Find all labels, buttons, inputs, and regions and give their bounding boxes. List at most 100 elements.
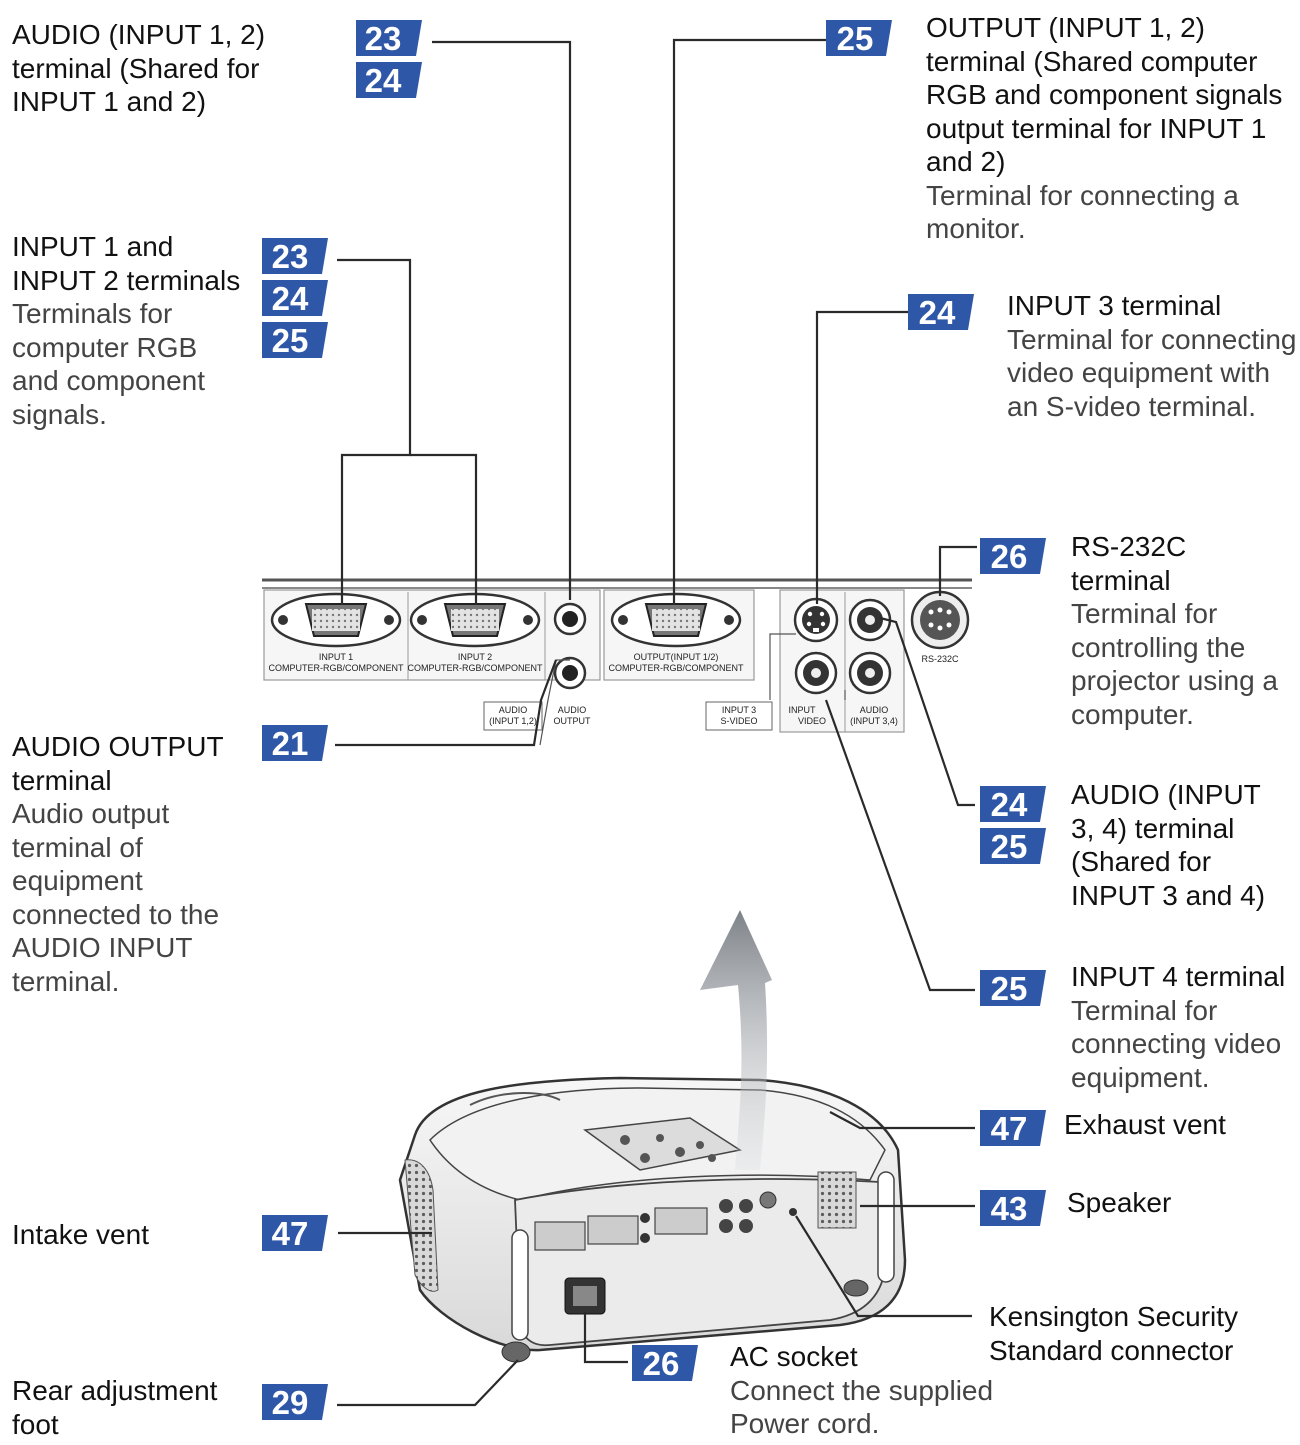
label-rs232c: RS-232C terminal Terminal for controllin…: [1071, 530, 1291, 731]
input2-vga-port: [409, 592, 541, 648]
badge-exhaust: 47: [980, 1110, 1046, 1147]
svg-text:25: 25: [991, 828, 1028, 865]
label-heading: Exhaust vent: [1064, 1109, 1226, 1140]
label-audio-output: AUDIO OUTPUT terminal Audio output termi…: [12, 730, 252, 998]
label-description: Terminal for controlling the projector u…: [1071, 598, 1279, 730]
label-kensington: Kensington Security Standard connector: [989, 1300, 1279, 1367]
input2-port-sublabel: COMPUTER-RGB/COMPONENT: [408, 663, 544, 673]
label-description: Terminal for connecting video equipment …: [1007, 323, 1297, 422]
audio-in12-port-label: AUDIO: [499, 705, 528, 715]
label-heading: Kensington Security Standard connector: [989, 1301, 1239, 1366]
svg-text:26: 26: [991, 538, 1028, 575]
label-heading: Speaker: [1067, 1187, 1172, 1218]
audio-out-port-sublabel: OUTPUT: [554, 716, 592, 726]
label-heading: AUDIO (INPUT 1, 2) terminal (Shared for …: [12, 19, 266, 117]
audio-l-rca-jack: [848, 598, 892, 642]
badge-audio-output: 21: [262, 725, 328, 762]
label-heading: RS-232C terminal: [1071, 531, 1187, 596]
badge-rs232c: 26: [980, 538, 1046, 575]
page-reference-badges: 23 24 23 24 25 21 25 24: [262, 20, 1046, 1421]
svg-text:25: 25: [837, 20, 874, 57]
svg-text:24: 24: [272, 280, 309, 317]
label-output12: OUTPUT (INPUT 1, 2) terminal (Shared com…: [926, 11, 1296, 246]
label-heading: Rear adjustment foot: [12, 1375, 218, 1440]
label-description: Terminal for connecting a monitor.: [926, 179, 1239, 245]
badge-input12-a: 23: [262, 238, 328, 275]
audio-in12-port-sublabel: (INPUT 1,2): [489, 716, 537, 726]
label-audio-in34: AUDIO (INPUT 3, 4) terminal (Shared for …: [1071, 778, 1291, 912]
label-input4: INPUT 4 terminal Terminal for connecting…: [1071, 960, 1300, 1094]
svg-text:23: 23: [272, 238, 309, 275]
label-heading: Intake vent: [12, 1219, 149, 1250]
output-vga-port: [610, 592, 742, 648]
badge-input12-c: 25: [262, 322, 328, 359]
leader-lines: [335, 38, 977, 1407]
projector-illustration: [398, 1076, 907, 1363]
svg-text:21: 21: [272, 725, 309, 762]
svg-text:26: 26: [643, 1345, 680, 1382]
label-audio-in12: AUDIO (INPUT 1, 2) terminal (Shared for …: [12, 18, 302, 119]
label-heading: AUDIO (INPUT 3, 4) terminal (Shared for …: [1071, 779, 1266, 911]
input2-port-label: INPUT 2: [458, 652, 492, 662]
label-exhaust: Exhaust vent: [1064, 1108, 1294, 1142]
svg-text:47: 47: [991, 1110, 1028, 1147]
output-port-sublabel: COMPUTER-RGB/COMPONENT: [609, 663, 745, 673]
input1-port-sublabel: COMPUTER-RGB/COMPONENT: [269, 663, 405, 673]
badge-audio-in34-b: 25: [980, 828, 1046, 865]
label-heading: AC socket: [730, 1341, 858, 1372]
label-description: Terminal for connecting video equipment.: [1071, 994, 1282, 1093]
audio-out-port-label: AUDIO: [558, 705, 587, 715]
label-rear-foot: Rear adjustment foot: [12, 1374, 252, 1441]
badge-audio-in12-a: 23: [356, 20, 422, 57]
label-description: Terminals for computer RGB and component…: [12, 298, 206, 430]
orientation-arrow-icon: [700, 910, 772, 1170]
label-ac-socket: AC socket Connect the supplied Power cor…: [730, 1340, 1030, 1441]
video-rca-jack: [794, 651, 838, 695]
audio-r-rca-jack: [848, 651, 892, 695]
output-port-label: OUTPUT(INPUT 1/2): [634, 652, 719, 662]
label-speaker: Speaker: [1067, 1186, 1267, 1220]
label-heading: INPUT 3 terminal: [1007, 290, 1222, 321]
label-heading: INPUT 1 and INPUT 2 terminals: [12, 231, 241, 296]
badge-speaker: 43: [980, 1190, 1046, 1227]
svg-text:24: 24: [365, 62, 402, 99]
audio-in34-port-label: AUDIO: [860, 705, 889, 715]
label-input3: INPUT 3 terminal Terminal for connecting…: [1007, 289, 1297, 423]
label-heading: AUDIO OUTPUT terminal: [12, 731, 224, 796]
svideo-port: [793, 597, 839, 643]
audio-input12-jack: [553, 602, 587, 636]
svg-text:24: 24: [991, 786, 1028, 823]
label-heading: INPUT 4 terminal: [1071, 961, 1286, 992]
badge-audio-in34-a: 24: [980, 786, 1046, 823]
rear-terminal-panel: INPUT 1 COMPUTER-RGB/COMPONENT INPUT 2 C…: [262, 578, 972, 746]
label-description: Audio output terminal of equipment conne…: [12, 798, 220, 997]
svg-text:24: 24: [919, 294, 956, 331]
audio-output-jack: [553, 656, 587, 690]
badge-audio-in12-b: 24: [356, 62, 422, 99]
input1-vga-port: [270, 592, 402, 648]
audio-in34-port-sublabel: (INPUT 3,4): [850, 716, 898, 726]
input3-port-label: INPUT 3: [722, 705, 756, 715]
badge-ac-socket: 26: [632, 1345, 698, 1382]
svg-text:23: 23: [365, 20, 402, 57]
badge-output12: 25: [826, 20, 892, 57]
badge-input4: 25: [980, 970, 1046, 1007]
svg-text:25: 25: [991, 970, 1028, 1007]
input1-port-label: INPUT 1: [319, 652, 353, 662]
badge-rear-foot: 29: [262, 1384, 328, 1421]
input4-port-sublabel: VIDEO: [798, 716, 826, 726]
rs232c-port-label: RS-232C: [921, 654, 959, 664]
label-input12: INPUT 1 and INPUT 2 terminals Terminals …: [12, 230, 262, 431]
svg-text:25: 25: [272, 322, 309, 359]
label-description: Connect the supplied Power cord.: [730, 1374, 994, 1440]
svg-text:43: 43: [991, 1190, 1028, 1227]
rs232c-port: [910, 590, 970, 650]
svg-text:29: 29: [272, 1384, 309, 1421]
svg-text:47: 47: [272, 1215, 309, 1252]
badge-input3: 24: [908, 294, 974, 331]
label-heading: OUTPUT (INPUT 1, 2) terminal (Shared com…: [926, 12, 1283, 177]
input4-port-label: INPUT: [789, 705, 817, 715]
input3-port-sublabel: S-VIDEO: [720, 716, 757, 726]
